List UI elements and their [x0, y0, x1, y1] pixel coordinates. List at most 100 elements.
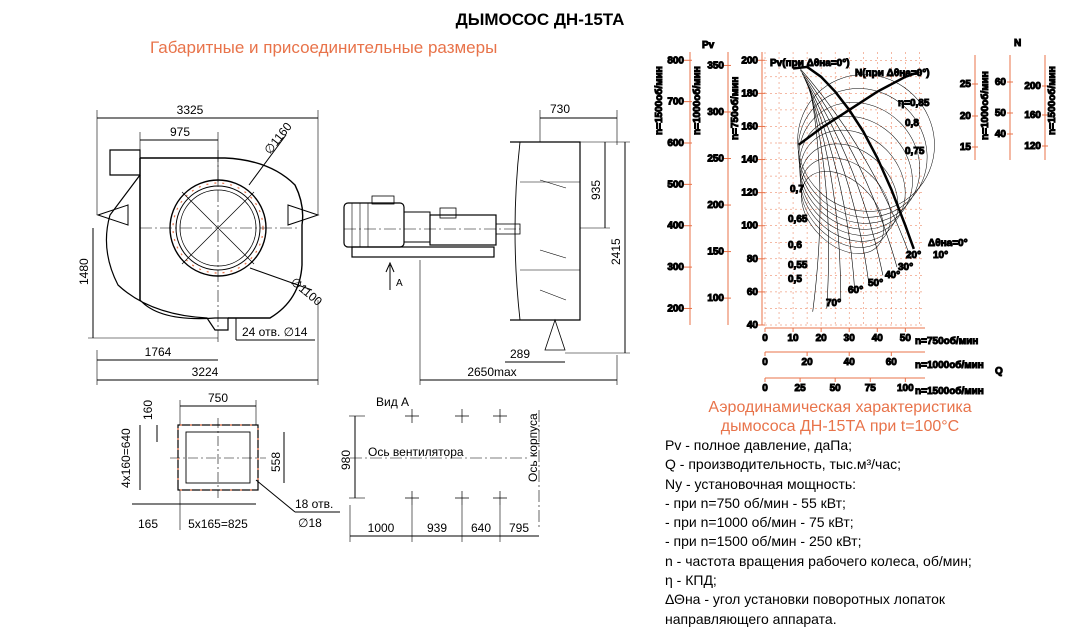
pv-tick-1000: 150 — [707, 247, 724, 258]
dim-750: 750 — [208, 391, 228, 405]
angle-label: 50° — [868, 278, 883, 289]
side-view — [343, 110, 630, 385]
legend-item: η - КПД; — [665, 572, 717, 589]
foundation-bolts — [405, 409, 507, 505]
q-tick: 20 — [816, 333, 828, 344]
n-tick: 120 — [1024, 141, 1041, 152]
legend-item: - при n=750 об/мин - 55 кВт; — [665, 494, 846, 511]
n-series-label: N(при Δθна=0°) — [855, 68, 930, 79]
dim-975: 975 — [170, 125, 190, 139]
aero-chart: 4060801001201401601802001001502002503003… — [653, 38, 1059, 398]
n-label: N — [1014, 38, 1021, 49]
throttle-curve — [810, 90, 821, 312]
dim-3224: 3224 — [192, 365, 219, 379]
q-label: Q — [995, 366, 1003, 377]
dim-640: 640 — [471, 521, 491, 535]
dim-1480: 1480 — [77, 258, 91, 285]
pv-tick-750: 200 — [741, 55, 758, 66]
pv-tick-1500: 800 — [667, 55, 684, 66]
efficiency-contour — [799, 129, 906, 236]
chart-caption-line2: дымососа ДН-15ТА при t=100°C — [720, 418, 960, 435]
pv-tick-1000: 350 — [707, 60, 724, 71]
pv-label: Pv — [702, 40, 715, 51]
pv-tick-750: 100 — [741, 221, 758, 232]
page-title: ДЫМОСОС ДН-15ТА — [455, 10, 625, 29]
q-tick: 50 — [830, 383, 842, 394]
angle-label: 20° — [906, 250, 921, 261]
n-tick: 15 — [960, 142, 972, 153]
efficiency-contour — [800, 157, 892, 248]
pv-tick-1500: 600 — [667, 138, 684, 149]
throttle-curve — [806, 83, 842, 301]
chart-legend: Pv - полное давление, даПа; Q - производ… — [665, 436, 972, 629]
dim-939: 939 — [427, 521, 447, 535]
q-tick: 0 — [762, 357, 768, 368]
pv-tick-1500: 400 — [667, 221, 684, 232]
pv-tick-1000: 250 — [707, 154, 724, 165]
n-curve — [797, 70, 920, 146]
flange-bolt-holes — [177, 424, 259, 491]
dim-4x160: 4x160=640 — [119, 428, 133, 488]
pv-tick-750: 80 — [747, 254, 759, 265]
pv-tick-1500: 300 — [667, 262, 684, 273]
n-axis-label-1500: n=1500об/мин — [1046, 66, 1058, 135]
pv-tick-1500: 500 — [667, 179, 684, 190]
angle-label: 60° — [848, 285, 863, 296]
efficiency-contour — [801, 171, 884, 254]
q-tick: 50 — [900, 333, 912, 344]
angle-label: 40° — [885, 270, 900, 281]
dim-1100: ∅1100 — [288, 275, 325, 309]
efficiency-label: 0,5 — [788, 274, 802, 285]
dim-160: 160 — [141, 400, 155, 420]
dim-2415: 2415 — [609, 238, 623, 265]
q-axis-label: n=750об/мин — [915, 335, 978, 347]
q-tick: 60 — [886, 357, 898, 368]
pv-axis-label-750: n=750об/мин — [729, 77, 741, 140]
pv-tick-1000: 200 — [707, 200, 724, 211]
dim-1160: ∅1160 — [261, 119, 295, 156]
legend-item: Pv - полное давление, даПа; — [665, 437, 853, 453]
angle-label: Δθна=0° — [928, 238, 968, 249]
n-tick: 50 — [995, 108, 1007, 119]
efficiency-label: 0,55 — [788, 260, 808, 271]
dim-795: 795 — [509, 521, 529, 535]
efficiency-label: 0,65 — [788, 214, 808, 225]
n-tick: 160 — [1024, 110, 1041, 121]
dim-24-holes: 24 отв. ∅14 — [242, 325, 308, 339]
efficiency-contour — [797, 88, 928, 218]
angle-label: 10° — [933, 250, 948, 261]
pv-tick-750: 140 — [741, 155, 758, 166]
drawing-subtitle: Габаритные и присоединительные размеры — [150, 38, 498, 57]
n-tick: 200 — [1024, 81, 1041, 92]
pv-axis-label-1500: n=1500об/мин — [653, 66, 665, 135]
efficiency-contour — [799, 115, 913, 230]
pv-tick-1000: 100 — [707, 293, 724, 304]
n-tick: 40 — [995, 129, 1007, 140]
angle-label: 30° — [898, 262, 913, 273]
fan-axis-label: Ось вентилятора — [368, 445, 464, 459]
legend-item: направляющего аппарата. — [665, 610, 837, 627]
pv-tick-1500: 200 — [667, 303, 684, 314]
q-axis-label: n=1000об/мин — [915, 359, 984, 371]
legend-item: - при n=1000 об/мин - 75 кВт; — [665, 514, 854, 531]
q-tick: 75 — [865, 383, 877, 394]
dim-3325: 3325 — [177, 103, 204, 117]
q-tick: 30 — [844, 333, 856, 344]
pv-tick-1500: 700 — [667, 97, 684, 108]
n-tick: 20 — [960, 111, 972, 122]
efficiency-label: η=0,85 — [898, 98, 930, 109]
dim-18: ∅18 — [298, 516, 322, 530]
q-tick: 10 — [788, 333, 800, 344]
throttle-curve — [798, 66, 912, 259]
dim-18-holes: 18 отв. — [295, 497, 333, 511]
pv-curve — [792, 65, 915, 250]
angle-label: 70° — [826, 298, 841, 309]
n-axis-label-1000: n=1000об/мин — [979, 71, 991, 140]
q-tick: 0 — [762, 383, 768, 394]
q-tick: 100 — [897, 383, 914, 394]
efficiency-contour — [798, 102, 921, 224]
dim-980: 980 — [339, 450, 353, 470]
dim-730: 730 — [550, 102, 570, 116]
q-axis-label: n=1500об/мин — [915, 385, 984, 397]
